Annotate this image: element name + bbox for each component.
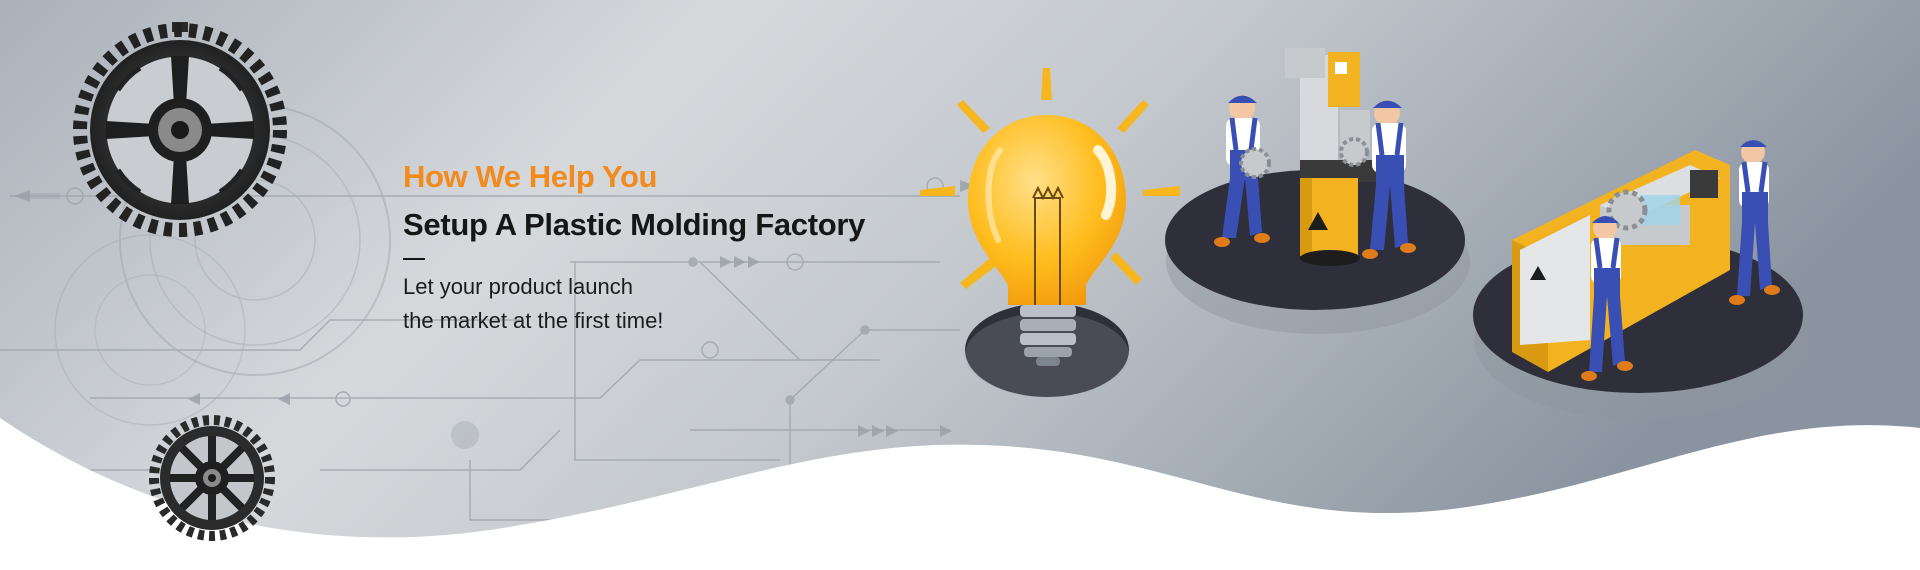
worker-figure [1581,216,1633,381]
hero-copy: How We Help You Setup A Plastic Molding … [403,158,963,338]
hero-kicker: How We Help You [403,159,658,194]
light-bulb-icon [920,68,1180,397]
bottom-wave [0,418,1920,570]
hero-description: Let your product launch the market at th… [403,270,963,338]
small-gear-icon [149,415,275,541]
worker-figure [1214,95,1271,247]
worker-figure [1339,100,1416,259]
hero-description-line: the market at the first time! [403,308,664,333]
workstation-lathe [1473,140,1810,420]
worker-figure [1729,140,1780,305]
hero-headline: Setup A Plastic Molding Factory [403,207,866,242]
hero-description-line: Let your product launch [403,274,633,299]
title-divider [403,258,425,260]
workstation-drill [1165,48,1470,334]
large-gear-icon [73,22,287,237]
